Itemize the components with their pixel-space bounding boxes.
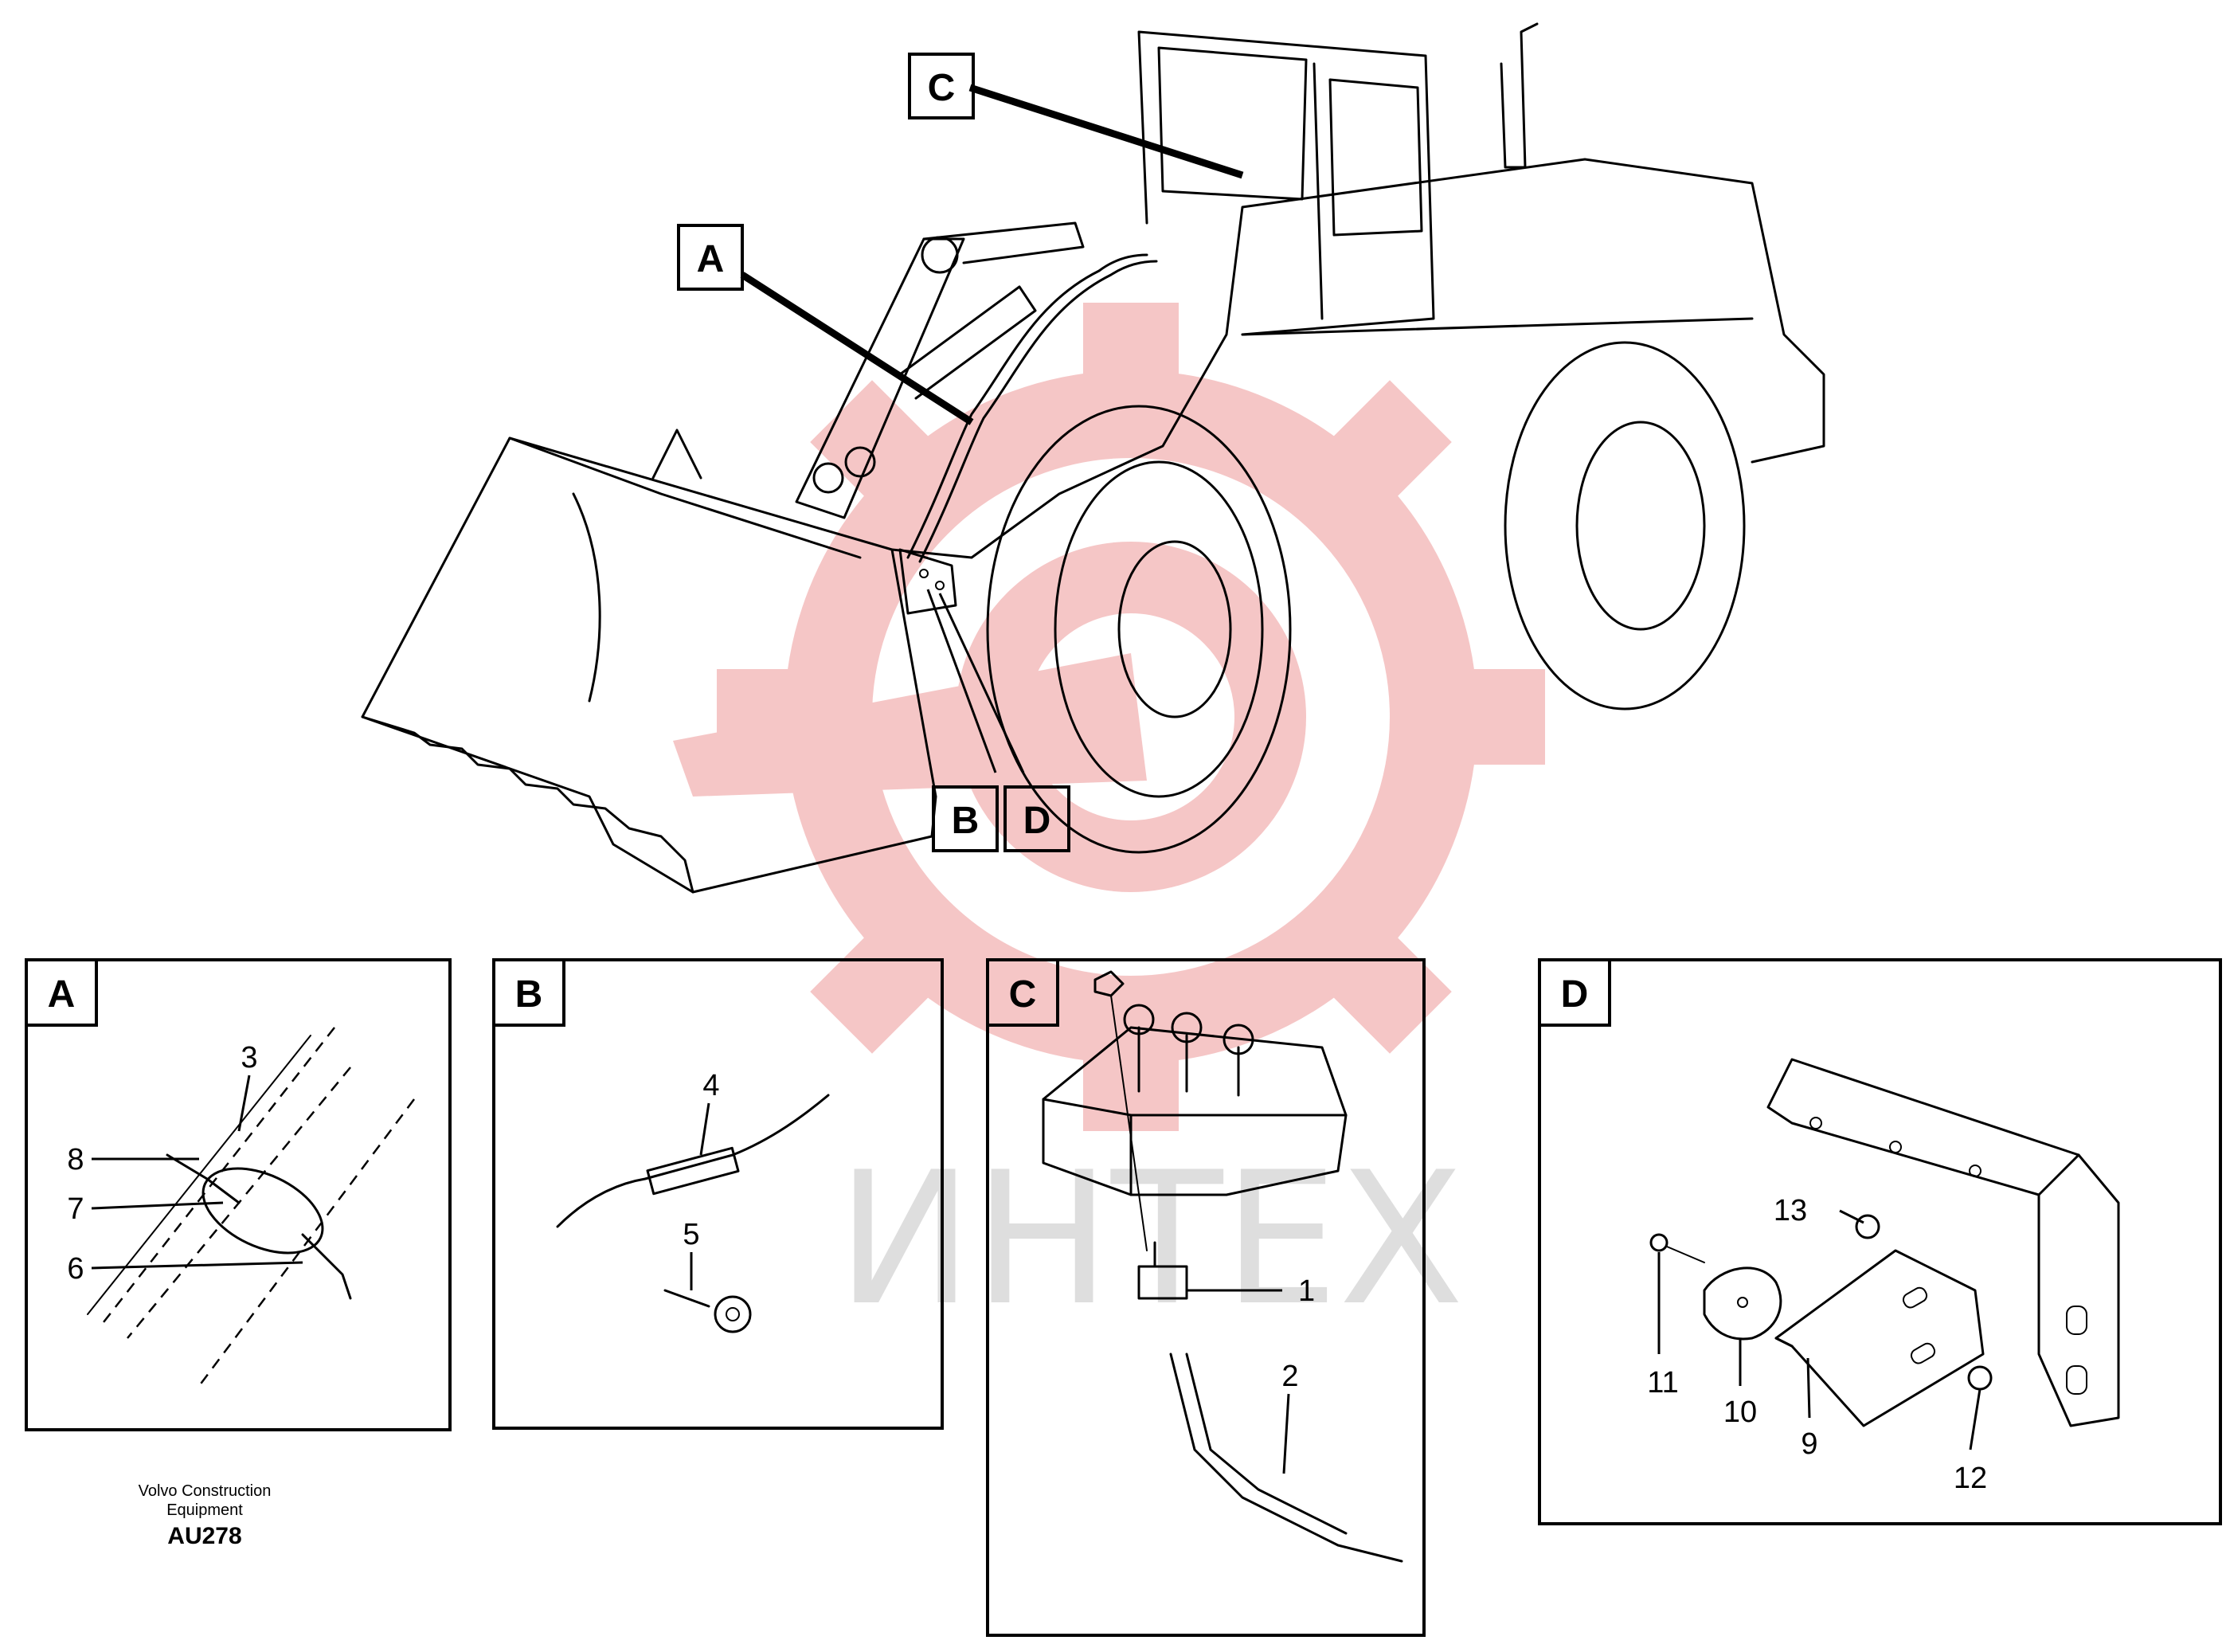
caption-company-line1: Volvo Construction xyxy=(139,1482,272,1500)
overview-callout-a: A xyxy=(677,224,744,291)
part-number-9: 9 xyxy=(1801,1427,1817,1461)
overview-callout-c-label: C xyxy=(928,67,956,109)
overview-callout-b-label: B xyxy=(952,800,980,842)
detail-panel-b: B 4 5 xyxy=(492,958,944,1430)
panel-d-label: D xyxy=(1561,973,1589,1016)
part-number-5: 5 xyxy=(683,1218,699,1251)
detail-panel-d: D 13 11 10 9 12 xyxy=(1538,958,2222,1525)
part-number-13: 13 xyxy=(1774,1194,1807,1227)
overview-callout-d-label: D xyxy=(1023,800,1051,842)
overview-callout-a-label: A xyxy=(697,238,725,280)
detail-panel-c: C 1 2 xyxy=(986,958,1426,1637)
overview-leaders xyxy=(740,84,1244,773)
panel-c-label: C xyxy=(1009,973,1037,1016)
part-number-3: 3 xyxy=(241,1041,257,1075)
part-number-12: 12 xyxy=(1954,1462,1987,1495)
caption-company-line2: Equipment xyxy=(166,1501,243,1519)
overview-callout-d: D xyxy=(1003,785,1070,852)
watermark-gear-logo-icon xyxy=(673,303,1545,1131)
part-number-6: 6 xyxy=(67,1252,84,1286)
part-number-4: 4 xyxy=(702,1069,719,1102)
part-number-2: 2 xyxy=(1281,1360,1298,1393)
overview-callout-c: C xyxy=(908,53,975,119)
overview-callout-b: B xyxy=(932,785,999,852)
watermark-text: ИНТЕХ xyxy=(836,1133,1464,1346)
part-number-8: 8 xyxy=(67,1143,84,1176)
diagram-caption: Volvo Construction Equipment AU278 xyxy=(139,1482,272,1549)
panel-b-label: B xyxy=(515,973,543,1016)
part-number-1: 1 xyxy=(1298,1274,1315,1308)
detail-panel-a: A 3 8 7 6 xyxy=(25,958,452,1431)
panel-a-label: A xyxy=(48,973,76,1016)
part-number-11: 11 xyxy=(1647,1366,1678,1400)
wheel-loader-icon xyxy=(361,22,1825,894)
part-number-7: 7 xyxy=(67,1192,84,1226)
caption-code: AU278 xyxy=(167,1523,241,1549)
part-number-10: 10 xyxy=(1723,1396,1757,1429)
